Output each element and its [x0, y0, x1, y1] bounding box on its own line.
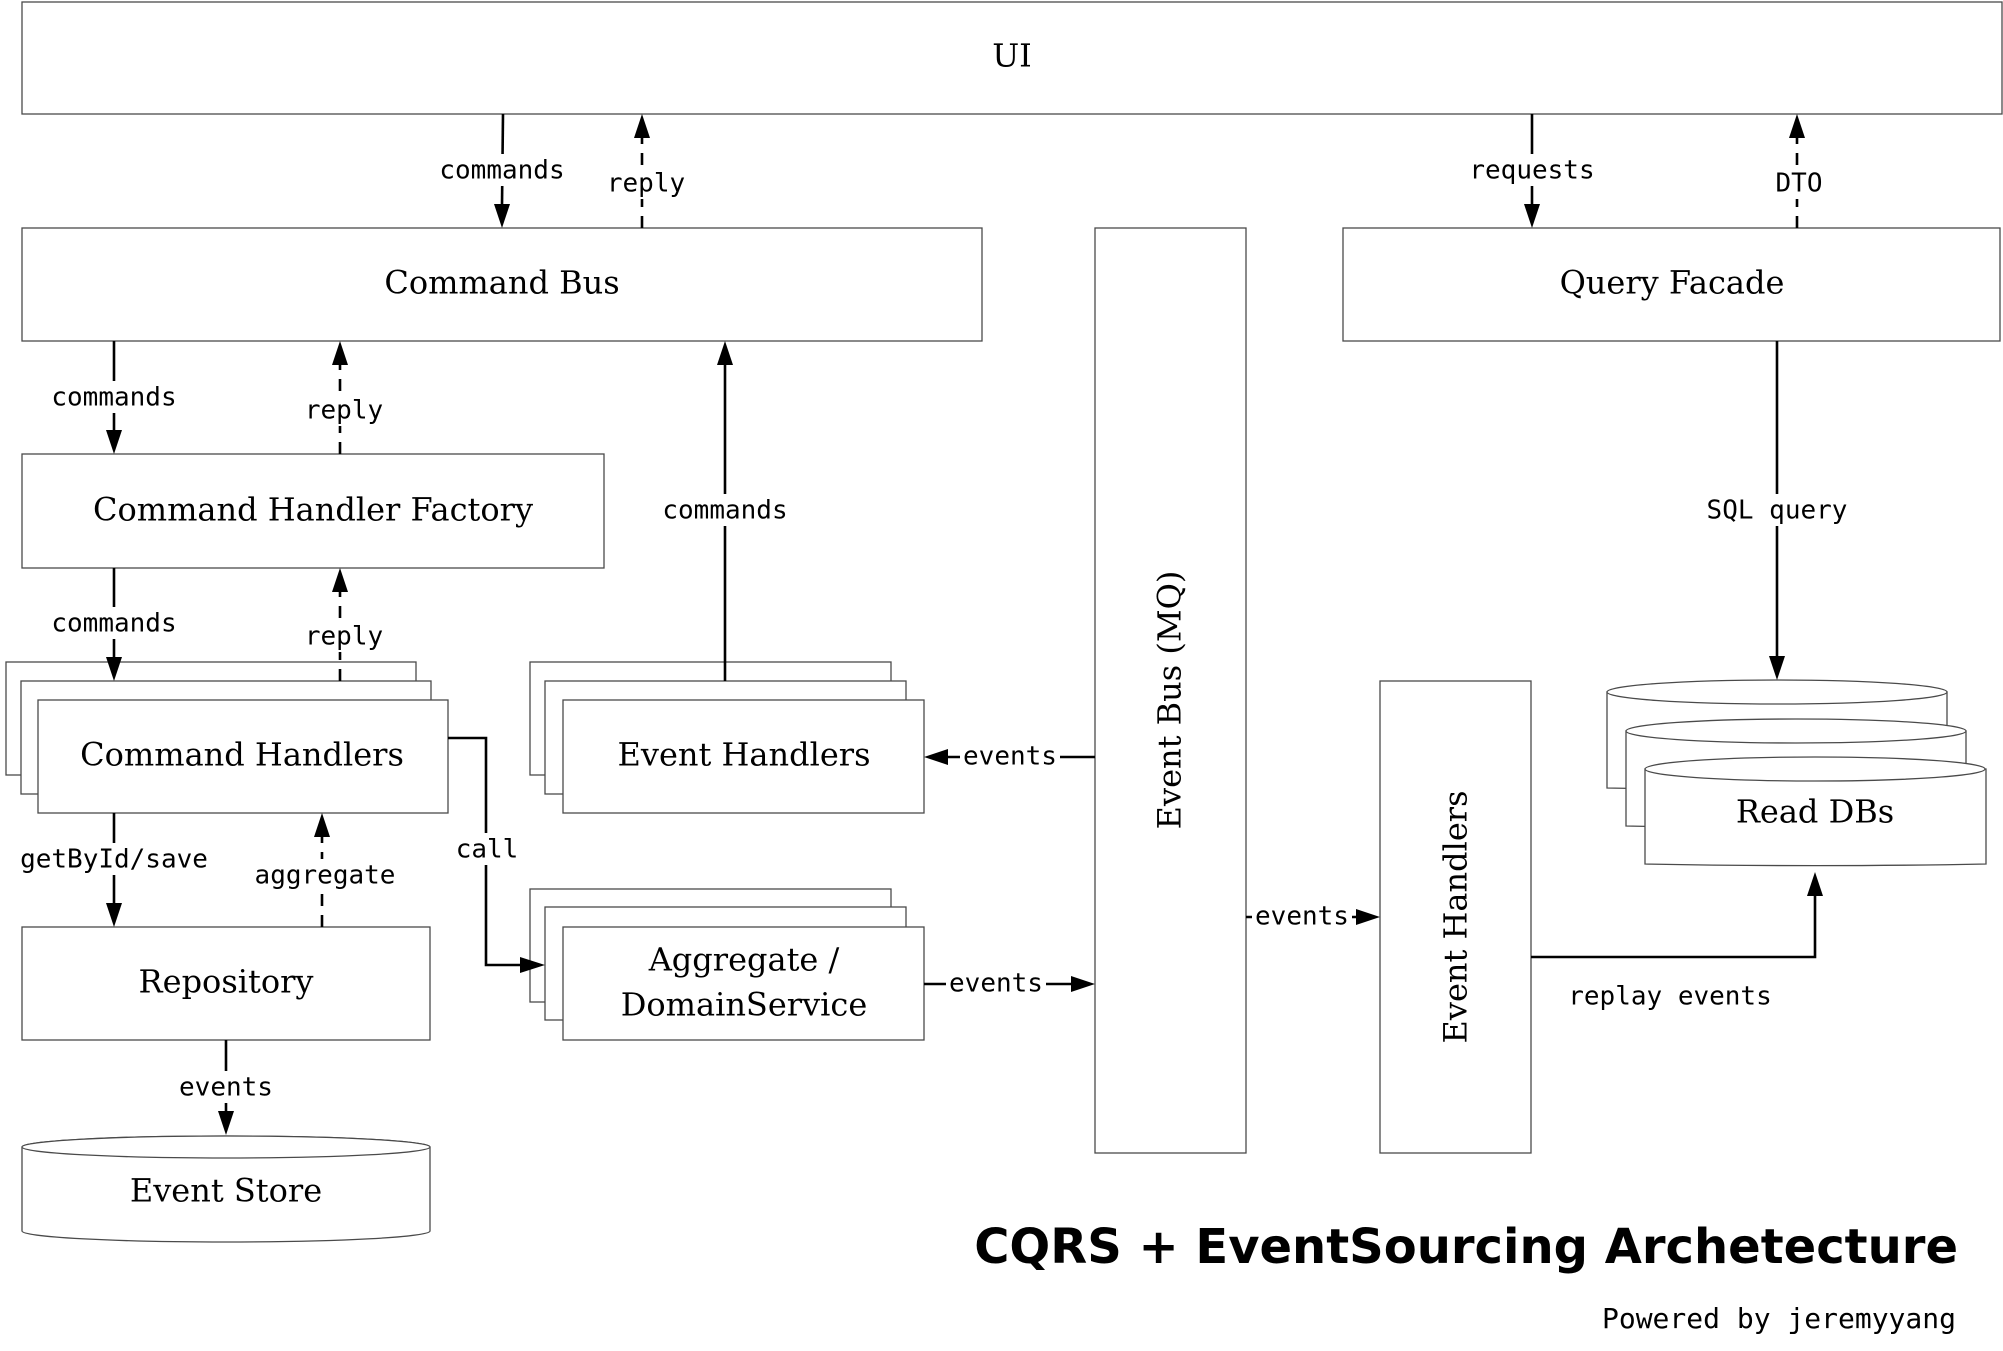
query-facade-node: Query Facade — [1342, 227, 2001, 342]
command-handler-factory-node: Command Handler Factory — [21, 453, 605, 569]
edge-label-events: events — [1255, 902, 1349, 932]
edge-handlers-to-aggregate: call — [448, 736, 545, 973]
edge-label-commands: commands — [662, 496, 787, 526]
edge-label-events: events — [949, 969, 1043, 999]
aggregate-stack: Aggregate / DomainService — [529, 888, 925, 1041]
edge-label-events: events — [963, 742, 1057, 772]
edge-handlers-to-repository: getById/save — [14, 813, 214, 927]
edge-ui-to-command-bus: commands — [436, 113, 566, 228]
edge-label-call: call — [456, 835, 519, 865]
edge-factory-to-bus: reply — [300, 341, 388, 454]
edge-event-handlers-to-bus: commands — [658, 341, 792, 681]
edge-label-reply: reply — [305, 622, 383, 652]
event-handlers-left-label: Event Handlers — [618, 736, 871, 774]
event-handlers-left-stack: Event Handlers — [529, 661, 925, 814]
edge-query-to-read-dbs: SQL query — [1700, 341, 1854, 680]
edge-label-dto: DTO — [1776, 169, 1823, 199]
edge-label-sql-query: SQL query — [1707, 496, 1848, 526]
edge-ui-to-query-facade: requests — [1466, 114, 1598, 228]
edge-label-requests: requests — [1469, 156, 1594, 186]
event-store-label: Event Store — [130, 1172, 322, 1210]
command-handlers-stack: Command Handlers — [5, 661, 449, 814]
edge-bus-to-right-handlers: events — [1246, 901, 1380, 933]
edge-label-commands: commands — [439, 156, 564, 186]
read-dbs-stack: Read DBs — [1606, 679, 1987, 867]
edge-label-commands: commands — [51, 609, 176, 639]
ui-node: UI — [21, 1, 2003, 115]
diagram-credit: Powered by jeremyyang — [1602, 1302, 1956, 1335]
event-handlers-right-node: Event Handlers — [1379, 680, 1532, 1154]
edge-right-handlers-to-read-dbs: replay events — [1531, 872, 1823, 1012]
aggregate-label-line1: Aggregate / — [648, 941, 840, 979]
event-bus-label: Event Bus (MQ) — [1151, 571, 1189, 830]
edge-handlers-to-factory: reply — [300, 568, 388, 681]
command-bus-label: Command Bus — [384, 264, 619, 302]
diagram-title: CQRS + EventSourcing Archetecture — [974, 1219, 1958, 1275]
edge-label-aggregate: aggregate — [255, 861, 396, 891]
repository-node: Repository — [21, 926, 431, 1041]
edge-factory-to-handlers: commands — [48, 568, 180, 681]
repository-label: Repository — [139, 963, 314, 1001]
edge-aggregate-to-event-bus: events — [924, 968, 1095, 1000]
edge-command-bus-to-ui: reply — [600, 114, 690, 228]
edge-repository-to-event-store: events — [176, 1040, 276, 1135]
edge-label-events: events — [179, 1073, 273, 1103]
aggregate-label-line2: DomainService — [621, 986, 868, 1024]
command-bus-node: Command Bus — [21, 227, 983, 342]
event-store-node: Event Store — [21, 1135, 431, 1243]
command-handlers-label: Command Handlers — [80, 736, 404, 774]
edge-label-reply: reply — [305, 396, 383, 426]
edge-label-replay-events: replay events — [1568, 982, 1772, 1012]
query-facade-label: Query Facade — [1560, 264, 1785, 302]
edge-label-commands: commands — [51, 383, 176, 413]
edge-bus-to-factory: commands — [48, 341, 180, 454]
read-dbs-label: Read DBs — [1736, 793, 1894, 831]
edge-repository-to-handlers: aggregate — [248, 813, 400, 927]
edge-query-facade-to-ui: DTO — [1770, 114, 1828, 228]
event-handlers-right-label: Event Handlers — [1437, 791, 1475, 1044]
event-bus-node: Event Bus (MQ) — [1094, 227, 1247, 1154]
edge-bus-to-event-handlers: events — [924, 741, 1095, 773]
edge-label-getbyid-save: getById/save — [20, 845, 208, 875]
ui-label: UI — [992, 37, 1032, 75]
edge-label-reply: reply — [607, 169, 685, 199]
command-handler-factory-label: Command Handler Factory — [93, 491, 533, 529]
